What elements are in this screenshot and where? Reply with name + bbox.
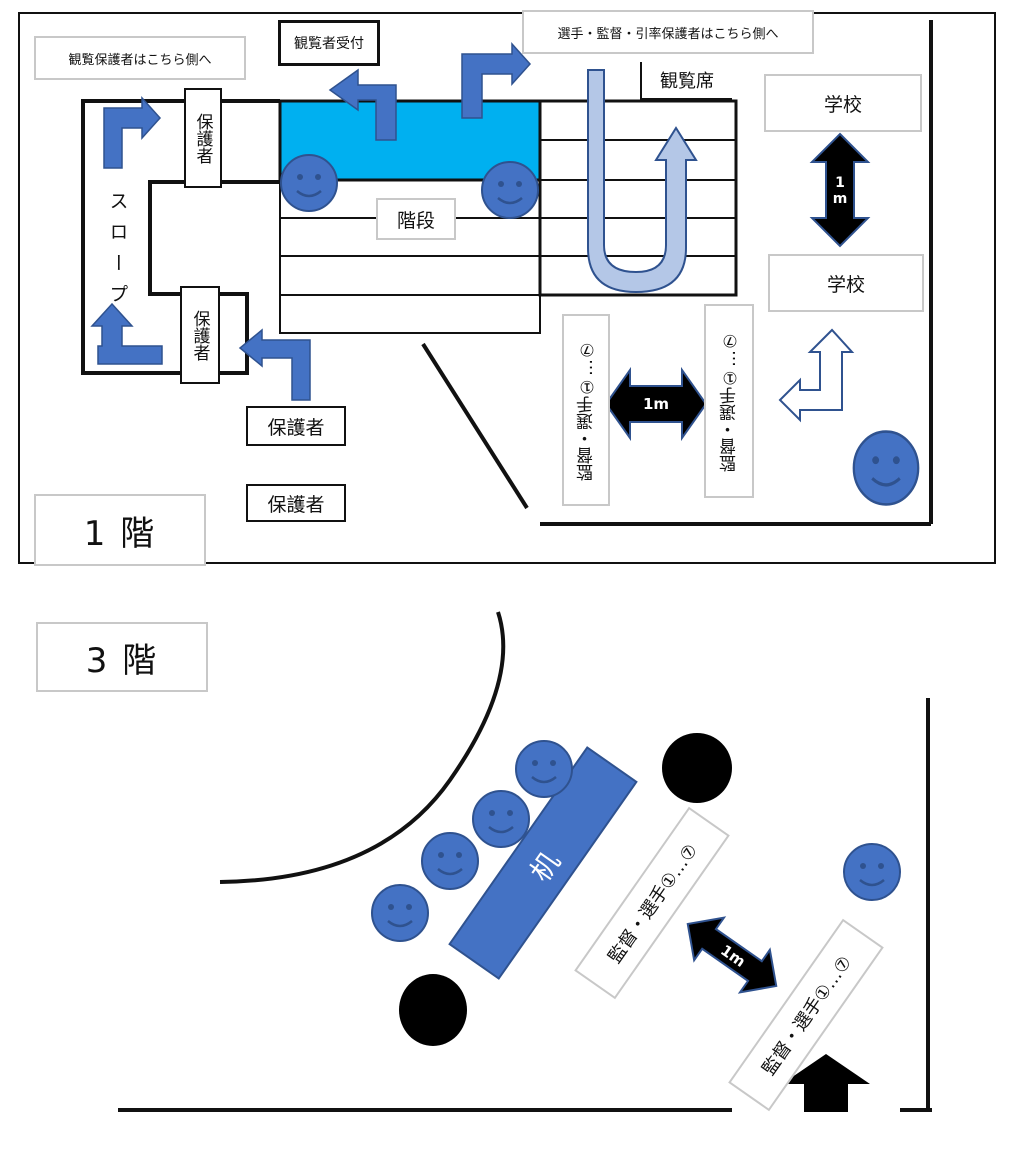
arrow-players-icon bbox=[461, 42, 532, 119]
floor-text: 3 階 bbox=[85, 640, 159, 681]
guardian-bottom-label: 保護者 bbox=[180, 286, 220, 384]
arrow-reception-icon bbox=[328, 68, 397, 141]
seating-block bbox=[538, 99, 738, 297]
guardian-box-b: 保護者 bbox=[246, 484, 346, 522]
floor1-label: 1 階 bbox=[34, 494, 206, 566]
entrance-arrow-icon bbox=[782, 1054, 870, 1112]
school-bottom-label: 学校 bbox=[768, 254, 924, 312]
distance-text: 1m bbox=[832, 175, 848, 207]
players-text: 監督・選手①…⑦ bbox=[719, 330, 740, 472]
distance-label-horizontal: 1m bbox=[630, 392, 682, 416]
arrow-outline-icon bbox=[778, 328, 855, 423]
slope-label: スロープ bbox=[104, 168, 132, 338]
reception-text: 観覧者受付 bbox=[294, 36, 364, 52]
players-right-label: 監督・選手①…⑦ bbox=[704, 304, 754, 498]
seats-text: 観覧席 bbox=[660, 71, 714, 92]
guardian-text: 保護者 bbox=[267, 416, 325, 439]
distance-label-vertical: 1m bbox=[826, 166, 854, 216]
slope-outline bbox=[81, 99, 280, 375]
distance-text: 1m bbox=[642, 395, 670, 413]
arrow-slope-bottom-icon bbox=[90, 302, 163, 365]
floor-text: 1 階 bbox=[83, 513, 157, 554]
person-icon bbox=[420, 831, 480, 891]
person-icon bbox=[480, 160, 540, 220]
spectator-guardian-sign: 観覧保護者はこちら側へ bbox=[34, 36, 246, 80]
person-icon bbox=[471, 789, 531, 849]
sign-text: 観覧保護者はこちら側へ bbox=[68, 52, 212, 68]
school-text: 学校 bbox=[826, 273, 865, 296]
players-sign: 選手・監督・引率保護者はこちら側へ bbox=[522, 10, 814, 54]
person-icon bbox=[842, 842, 902, 902]
players-sign-text: 選手・監督・引率保護者はこちら側へ bbox=[557, 26, 779, 42]
players-left-label: 監督・選手①…⑦ bbox=[562, 314, 610, 506]
arrow-slope-top-icon bbox=[103, 96, 162, 169]
guardian-text: 保護者 bbox=[192, 112, 213, 164]
guardian-text: 保護者 bbox=[267, 493, 325, 516]
black-circle bbox=[399, 974, 467, 1046]
reception-label: 観覧者受付 bbox=[278, 20, 380, 66]
arrow-guardian-icon bbox=[238, 328, 311, 401]
floor1-walls bbox=[421, 20, 933, 526]
u-turn-arrow-icon bbox=[587, 69, 698, 294]
stairs-label: 階段 bbox=[376, 198, 456, 240]
guardian-box-a: 保護者 bbox=[246, 406, 346, 446]
floor3-walls bbox=[118, 611, 932, 1112]
stairs-text: 階段 bbox=[396, 209, 435, 232]
person-icon bbox=[514, 739, 574, 799]
guardian-text: 保護者 bbox=[189, 309, 210, 361]
guardian-top-label: 保護者 bbox=[184, 88, 222, 188]
school-top-label: 学校 bbox=[764, 74, 922, 132]
floor3-label: 3 階 bbox=[36, 622, 208, 692]
school-text: 学校 bbox=[823, 93, 862, 116]
person-icon bbox=[279, 153, 339, 213]
person-icon bbox=[370, 883, 430, 943]
double-arrow-vertical-icon bbox=[809, 132, 871, 248]
black-circle bbox=[662, 733, 732, 803]
desk bbox=[448, 746, 638, 980]
slope-text: スロープ bbox=[106, 191, 129, 315]
person-icon bbox=[852, 429, 920, 507]
players-text: 監督・選手①…⑦ bbox=[576, 339, 597, 481]
double-arrow-diagonal-icon bbox=[686, 916, 778, 994]
seats-label: 観覧席 bbox=[640, 62, 732, 100]
